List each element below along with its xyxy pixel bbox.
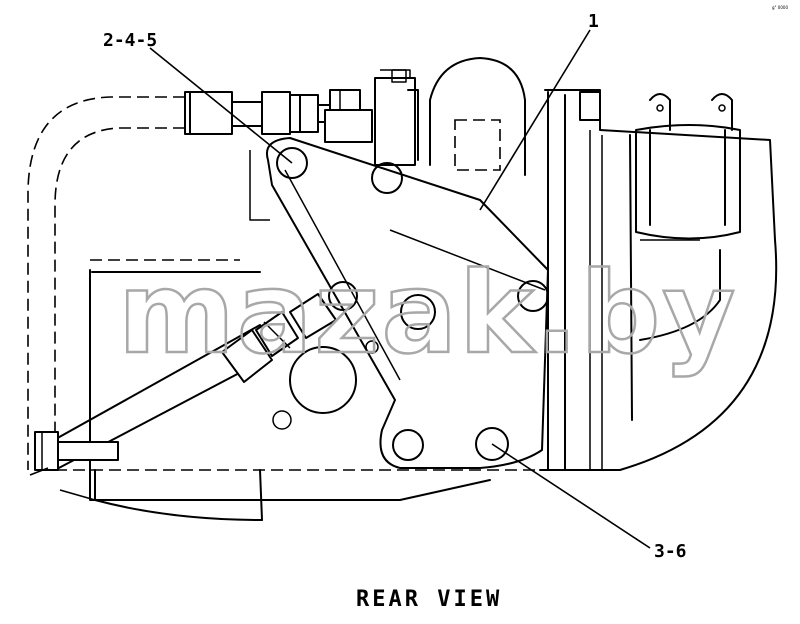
bolt-bottom-right [475,427,509,461]
bolt-left [328,281,358,311]
hose-fittings-top [184,89,373,143]
bolt-top-left [276,147,308,179]
leader-line-2-4-5 [149,47,293,164]
callout-1: 1 [588,11,599,32]
watermark-text: mazak.by [118,249,737,379]
pin [365,340,379,354]
callout-3-6: 3-6 [654,541,687,562]
bracket-bolts [272,147,549,461]
diagonal-tube [29,293,337,476]
leader-line-1 [479,29,591,211]
hose-outline-dashed [27,96,540,471]
callout-2-4-5: 2-4-5 [103,30,157,51]
bolt-bottom-left [392,429,424,461]
bolt-right [517,280,549,312]
small-port [272,410,292,430]
corner-reference-mark: g° 0000 [772,5,788,10]
leader-line-3-6 [491,443,651,549]
pump-body [249,57,601,221]
bolt-top-center [371,162,403,194]
diagram-caption: REAR VIEW [356,587,502,612]
mounting-bracket [266,137,549,469]
round-port [289,346,357,414]
leader-lines [149,29,651,549]
bolt-center [400,294,436,330]
